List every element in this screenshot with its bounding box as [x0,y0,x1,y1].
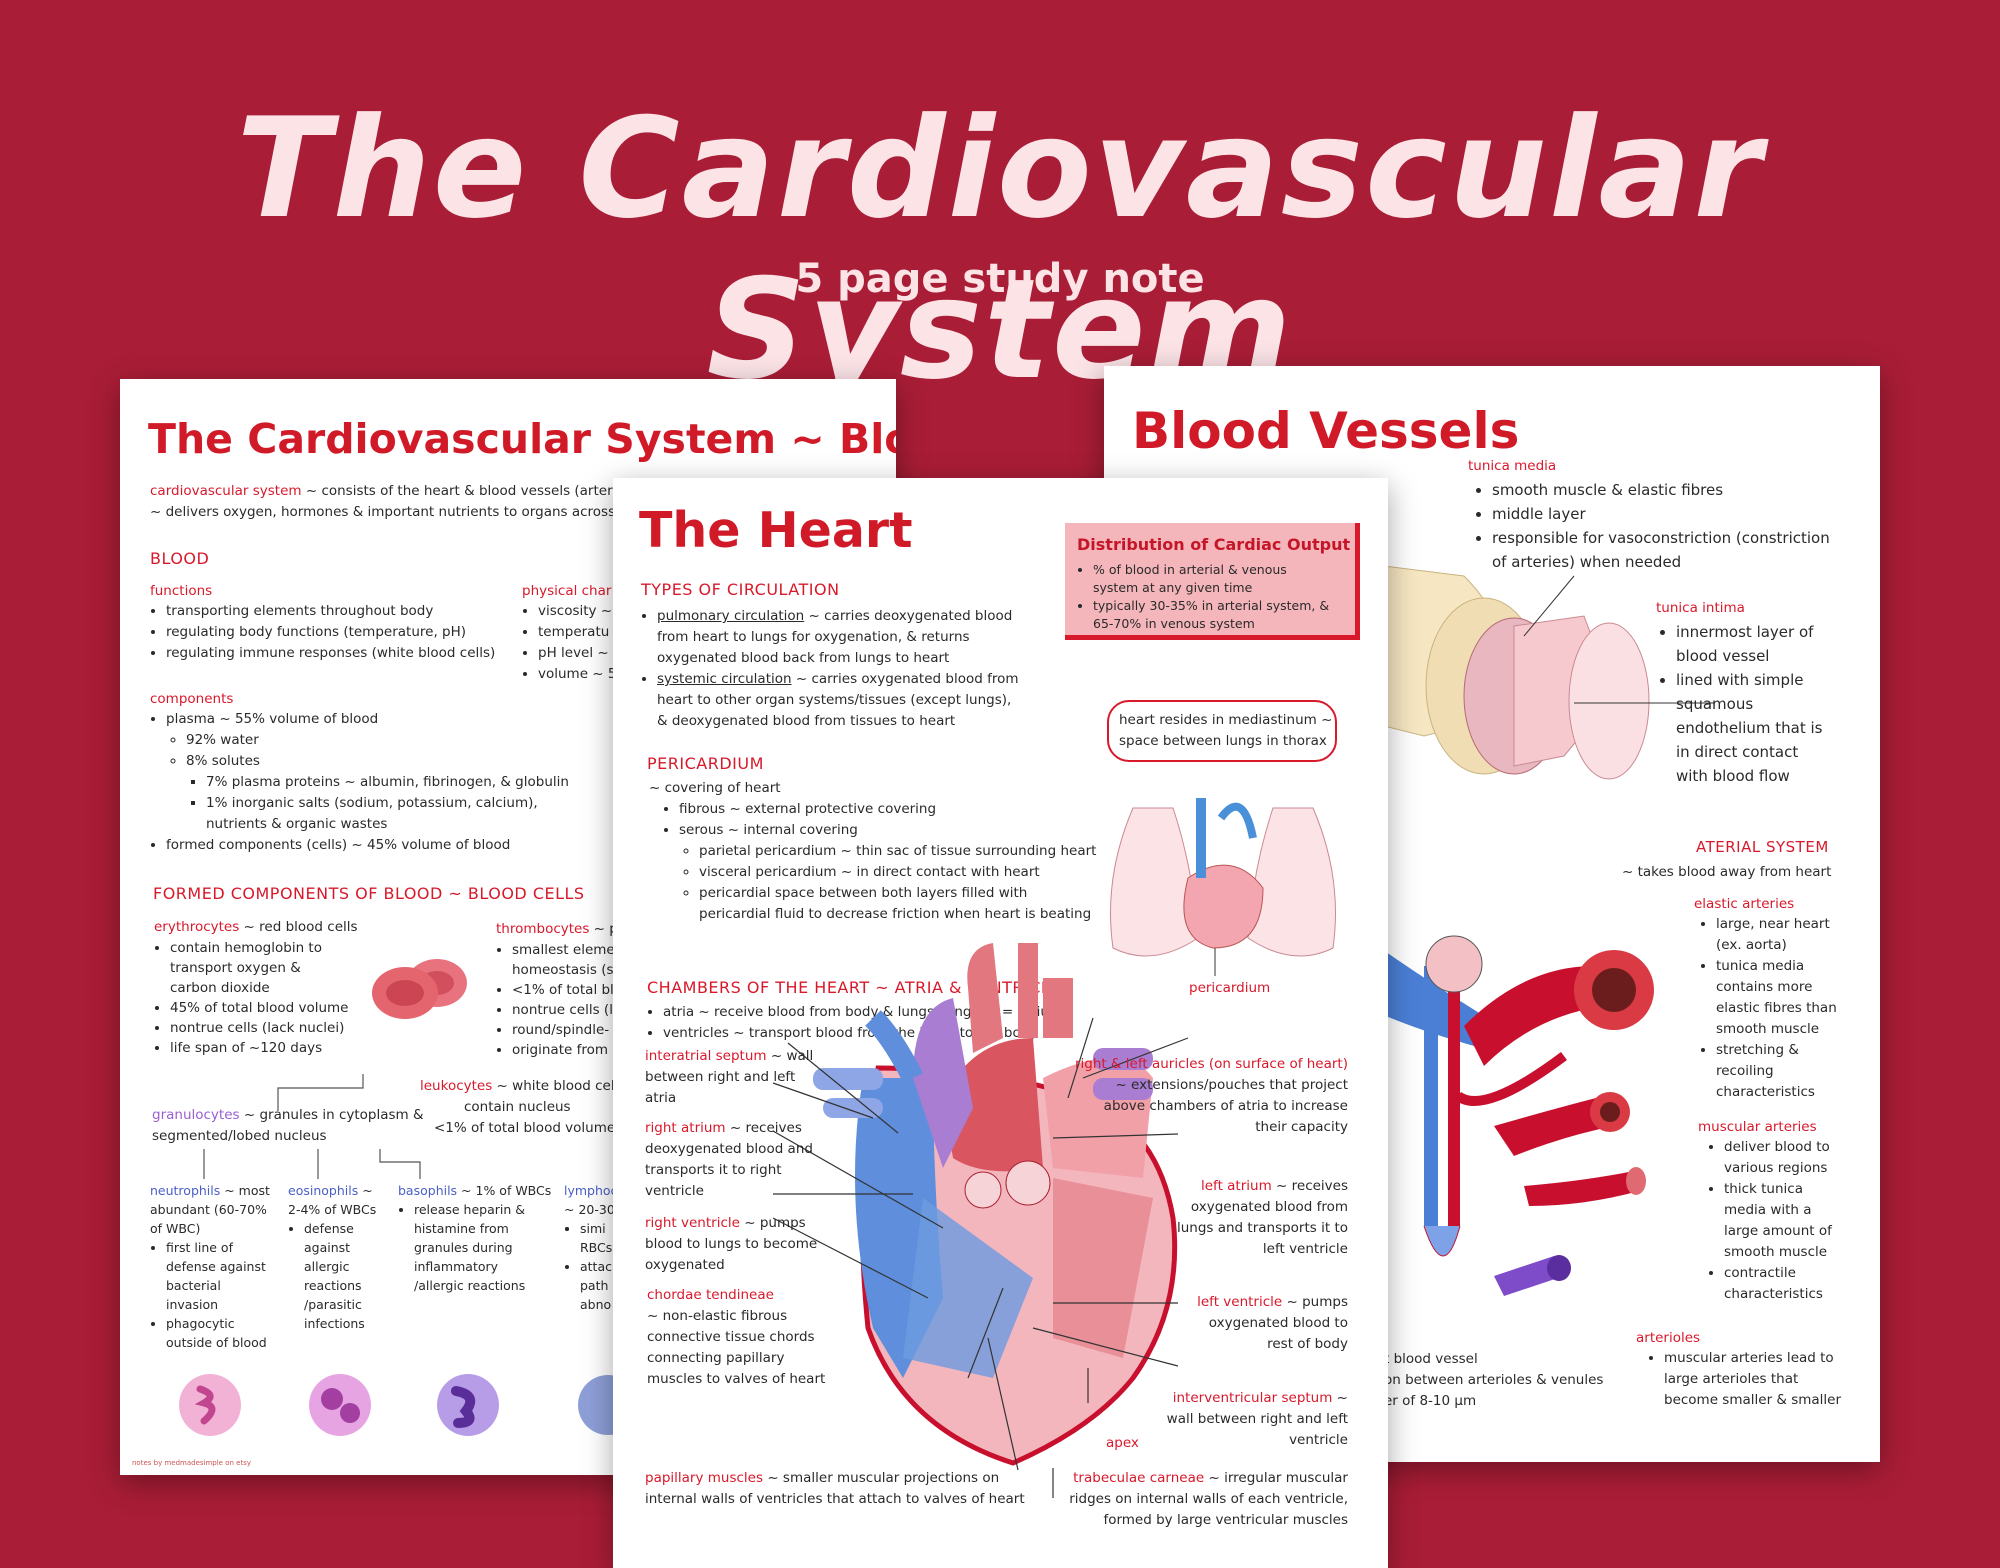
blood-heading: BLOOD [150,549,210,568]
interventricular-septum: interventricular septum ~ wall between r… [1166,1390,1348,1448]
thrombocytes: thrombocytes ~ pl smallest elemehomeosta… [496,919,622,1060]
red-blood-cells-illustration [372,959,467,1019]
eosinophils: eosinophils ~ 2-4% of WBCs defenseagains… [288,1181,376,1333]
arterial-system-desc: ~ takes blood away from heart [1622,864,1832,880]
chambers-heading: CHAMBERS OF THE HEART ~ ATRIA & VENTRICL… [647,978,1072,997]
page-title: The Cardiovascular System ~ Blood [148,415,896,463]
tunica-intima-label: tunica intima [1656,600,1745,616]
white-blood-cells-illustration [179,1374,620,1436]
physical-label: physical char [522,583,612,599]
components-list: plasma ~ 55% volume of blood 92% water 8… [150,709,569,856]
arterial-system-illustration [1364,935,1654,1296]
types-heading: TYPES OF CIRCULATION [641,580,840,599]
hero-subtitle: 5 page study note [795,256,1205,302]
left-ventricle: left ventricle ~ pumps oxygenated blood … [1197,1294,1348,1352]
leukocytes: leukocytes ~ white blood cells contain n… [420,1078,626,1136]
basophils: basophils ~ 1% of WBCs release heparin &… [398,1181,551,1295]
muscular-arteries-label: muscular arteries [1698,1119,1817,1135]
left-atrium: left atrium ~ receives oxygenated blood … [1176,1178,1348,1257]
interatrial-septum: interatrial septum ~ wall between right … [645,1048,814,1106]
elastic-arteries-label: elastic arteries [1694,896,1795,912]
intro-line-1: cardiovascular system ~ consists of the … [150,483,617,499]
components-label: components [150,691,234,707]
arterioles-label: arterioles [1636,1330,1701,1346]
footer-credit: notes by medmadesimple on etsy [132,1459,251,1467]
physical-list: viscosity ~temperatupH level ~volume ~ 5 [522,601,617,685]
vessel-cross-section-illustration [1384,566,1714,780]
erythrocytes: erythrocytes ~ red blood cells contain h… [154,917,358,1058]
pericardium-list: fibrous ~ external protective covering s… [649,799,1096,925]
arterial-system-heading: ATERIAL SYSTEM [1696,838,1829,856]
neutrophils: neutrophils ~ most abundant (60-70%of WB… [150,1181,270,1352]
hero-title: The Cardiovascular System [236,88,1764,410]
lymphocytes: lymphoc ~ 20-30 [564,1181,617,1238]
page-title: The Heart [639,502,913,559]
intro-line-2: ~ delivers oxygen, hormones & important … [150,504,625,520]
auricles: right & left auricles (on surface of hea… [1074,1056,1348,1135]
tunica-media-list: smooth muscle & elastic fibresmiddle lay… [1476,478,1830,574]
page-title: Blood Vessels [1132,402,1520,460]
functions-list: transporting elements throughout bodyreg… [150,601,495,664]
formed-heading: FORMED COMPONENTS OF BLOOD ~ BLOOD CELLS [153,884,585,903]
granulocytes: granulocytes ~ granules in cytoplasm & s… [152,1107,424,1144]
right-atrium: right atrium ~ receives deoxygenated blo… [645,1120,813,1199]
tunica-media-label: tunica media [1468,458,1557,474]
papillary-muscles: papillary muscles ~ smaller muscular pro… [645,1470,1025,1507]
functions-label: functions [150,583,213,599]
pericardium-desc: ~ covering of heart [649,780,781,796]
pericardium-label: pericardium [1189,980,1271,996]
elastic-arteries-list: large, near heart(ex. aorta)tunica media… [1700,914,1837,1103]
heart-anatomy-illustration [772,943,1189,1498]
right-ventricle: right ventricle ~ pumps blood to lungs t… [645,1215,818,1273]
pericardium-heading: PERICARDIUM [647,754,764,773]
lymphocytes-lines: simiRBCsattacpathabno [564,1219,612,1314]
cardiac-output-box: Distribution of Cardiac Output % of bloo… [1065,523,1360,640]
apex-label: apex [1106,1435,1139,1451]
cardiac-output-title: Distribution of Cardiac Output [1077,535,1351,554]
lungs-illustration [1110,798,1336,976]
heart-page: The Heart Distribution of Cardiac Output… [613,478,1388,1568]
mediastinum-callout: heart resides in mediastinum ~ space bet… [1107,700,1337,762]
cell-tree-lines [203,1074,421,1179]
circulation-list: pulmonary circulation ~ carries deoxygen… [641,606,1019,732]
trabeculae-carneae: trabeculae carneae ~ irregular muscular … [1069,1470,1348,1528]
